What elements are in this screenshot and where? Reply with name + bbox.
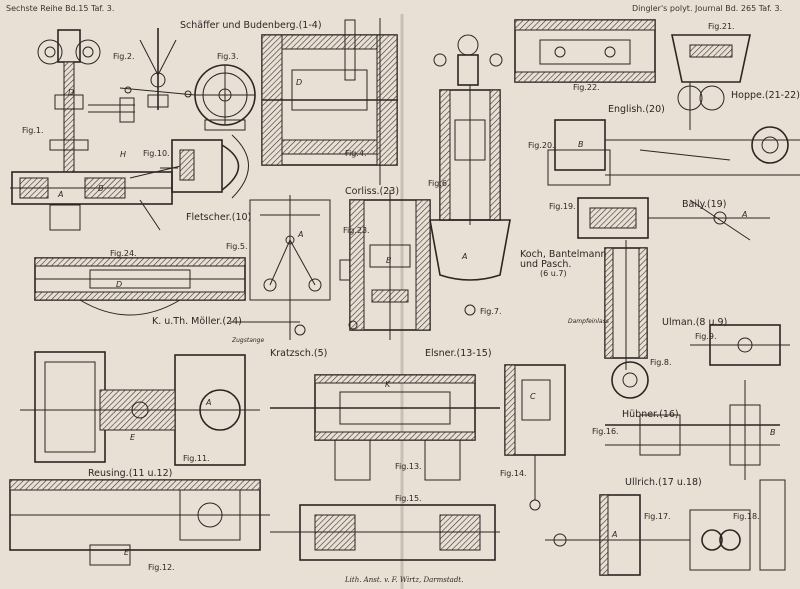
caption-schaeffer: Schäffer und Budenberg.(1-4) xyxy=(180,20,322,31)
caption-baily: Baily.(19) xyxy=(682,199,727,210)
part-letter: B xyxy=(770,428,776,437)
caption-huebner: Hübner.(16) xyxy=(622,409,679,420)
fig20-drawing xyxy=(547,119,800,186)
part-letter: D xyxy=(296,78,303,87)
fig-label-17: Fig.17. xyxy=(644,512,671,521)
part-letter: H xyxy=(120,150,127,159)
fig9-drawing xyxy=(690,324,790,366)
part-letter: A xyxy=(206,398,212,407)
caption-koch-line1: Koch, Bantelmann xyxy=(520,249,607,260)
fig2-drawing xyxy=(119,28,196,110)
fig14-drawing xyxy=(504,364,566,511)
caption-reusing: Reusing.(11 u.12) xyxy=(88,468,173,479)
fig-label-18: Fig.18. xyxy=(733,512,760,521)
fig-label-11: Fig.11. xyxy=(183,454,210,463)
caption-corliss: Corliss.(23) xyxy=(345,186,400,197)
fig-label-14: Fig.14. xyxy=(500,469,527,478)
fig18-drawing xyxy=(689,479,786,571)
fig-label-23: Fig.23. xyxy=(343,226,370,235)
fig-label-16: Fig.16. xyxy=(592,427,619,436)
caption-moeller: K. u.Th. Möller.(24) xyxy=(152,316,242,327)
caption-fletscher: Fletscher.(10) xyxy=(186,212,252,223)
fig-label-3: Fig.3. xyxy=(217,52,239,61)
fig23-drawing xyxy=(339,190,431,340)
caption-hoppe: Hoppe.(21-22) xyxy=(731,90,800,101)
fig15-drawing xyxy=(270,504,500,561)
fig-label-13: Fig.13. xyxy=(395,462,422,471)
fig4-drawing xyxy=(261,18,398,185)
part-letter: D xyxy=(116,280,123,289)
part-letter: E xyxy=(130,433,136,442)
fig-label-12: Fig.12. xyxy=(148,563,175,572)
lithographer-credit: Lith. Anst. v. F. Wirtz, Darmstadt. xyxy=(345,576,464,584)
plate-journal-header: Dingler's polyt. Journal Bd. 265 Taf. 3. xyxy=(632,4,783,13)
part-letter: B xyxy=(98,184,104,193)
fig-label-9: Fig.9. xyxy=(695,332,717,341)
part-letter: C xyxy=(530,392,536,401)
fig12-drawing xyxy=(9,479,270,566)
fig10-drawing xyxy=(160,134,249,199)
fig13-drawing xyxy=(270,374,500,481)
fig-label-1: Fig.1. xyxy=(22,126,44,135)
caption-kratzsch: Kratzsch.(5) xyxy=(270,348,328,359)
fig11-drawing xyxy=(20,351,260,466)
part-letter: B xyxy=(386,256,392,265)
fig5-drawing xyxy=(230,195,331,340)
fig22-drawing xyxy=(514,19,656,83)
fig-label-21: Fig.21. xyxy=(708,22,735,31)
part-letter: A xyxy=(462,252,468,261)
caption-english: English.(20) xyxy=(608,104,665,115)
fig1-drawing xyxy=(10,29,186,231)
fig5-note: Zugstange xyxy=(232,337,265,344)
fig-label-19: Fig.19. xyxy=(549,202,576,211)
part-letter: E xyxy=(124,548,130,557)
fig-label-5: Fig.5. xyxy=(226,242,248,251)
fig-label-2: Fig.2. xyxy=(113,52,135,61)
part-letter: A xyxy=(298,230,304,239)
fig21-drawing xyxy=(671,34,751,130)
fig-label-4: Fig.4. xyxy=(345,149,367,158)
fig-label-24: Fig.24. xyxy=(110,249,137,258)
fig19-drawing xyxy=(577,197,770,241)
fig24-drawing xyxy=(34,257,246,316)
fig-label-15: Fig.15. xyxy=(395,494,422,503)
part-letter: D xyxy=(68,88,75,97)
caption-koch-line2: und Pasch. xyxy=(520,259,572,270)
fig-label-10: Fig.10. xyxy=(143,149,170,158)
part-letter: B xyxy=(578,140,584,149)
fig-label-6: Fig.6. xyxy=(428,179,450,188)
fig8-note: Dampfeinlass xyxy=(568,318,609,325)
fig6-drawing xyxy=(429,34,511,316)
fig-label-20: Fig.20. xyxy=(528,141,555,150)
fig-label-22: Fig.22. xyxy=(573,83,600,92)
caption-koch-line3: (6 u.7) xyxy=(540,269,567,278)
caption-ulman: Ulman.(8 u.9) xyxy=(662,317,728,328)
part-letter: A xyxy=(58,190,64,199)
part-letter: K xyxy=(385,380,391,389)
fig-label-8: Fig.8. xyxy=(650,358,672,367)
fig-label-7: Fig.7. xyxy=(480,307,502,316)
fig8-drawing xyxy=(604,240,649,399)
plate-series-header: Sechste Reihe Bd.15 Taf. 3. xyxy=(6,4,115,13)
part-letter: A xyxy=(742,210,748,219)
caption-elsner: Elsner.(13-15) xyxy=(425,348,492,359)
fig16-drawing xyxy=(605,380,780,480)
fig3-drawing xyxy=(194,64,256,131)
fig17-drawing xyxy=(545,494,690,576)
caption-ullrich: Ullrich.(17 u.18) xyxy=(625,477,702,488)
part-letter: A xyxy=(612,530,618,539)
